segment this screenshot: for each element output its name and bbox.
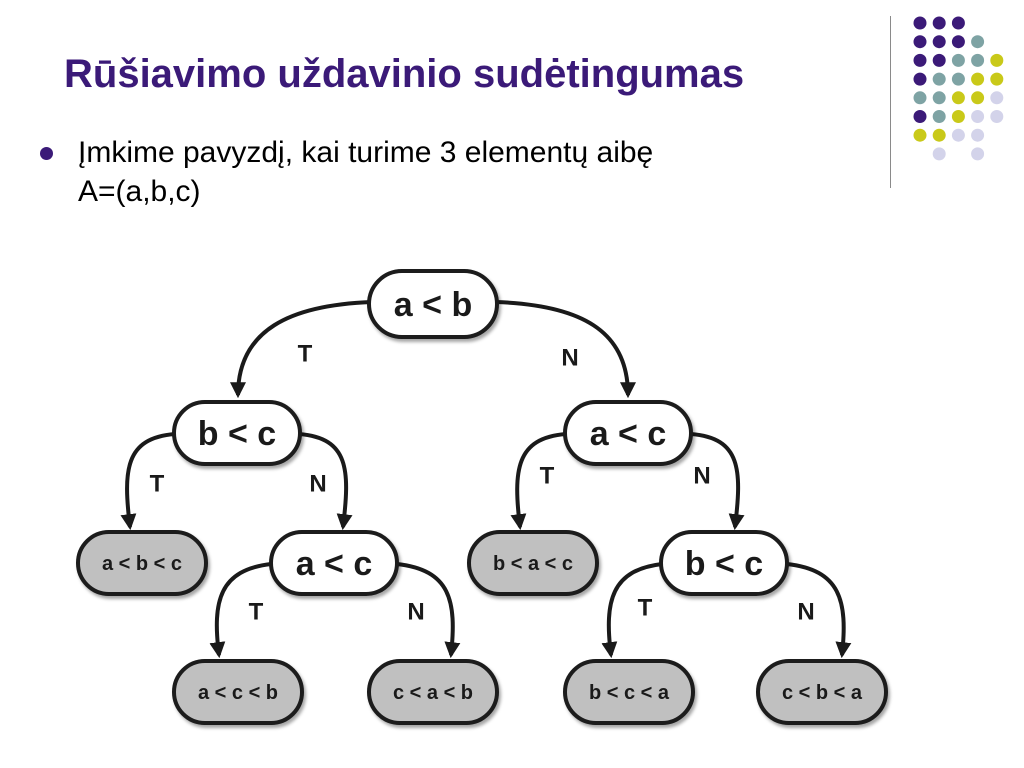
- decor-dot: [971, 147, 985, 161]
- slide-title: Rūšiavimo uždavinio sudėtingumas: [64, 52, 745, 96]
- decor-dot: [913, 110, 927, 123]
- bullet-text: Įmkime pavyzdį, kai turime 3 elementų ai…: [78, 133, 838, 211]
- edge-label: N: [407, 599, 424, 626]
- node-label: b < a < c: [493, 553, 573, 575]
- tree-edge: [510, 432, 567, 531]
- decor-dot: [932, 91, 946, 105]
- decor-dot: [932, 147, 946, 161]
- edge-label: N: [797, 599, 814, 626]
- decor-dot: [990, 91, 1004, 105]
- node-label: a < b < c: [102, 553, 182, 575]
- decor-dot: [913, 35, 927, 49]
- node-label: b < c: [198, 415, 276, 453]
- decor-dot: [913, 72, 927, 86]
- tree-edge: [601, 562, 663, 659]
- node-label: c < a < b: [393, 682, 473, 704]
- tree-edge: [396, 562, 461, 659]
- bullet-line-2: A=(a,b,c): [78, 175, 201, 208]
- decor-dot: [913, 16, 927, 30]
- decor-dot: [971, 53, 985, 67]
- decor-dot: [932, 72, 946, 86]
- decor-dot: [932, 128, 946, 142]
- decor-dot: [932, 16, 946, 30]
- decision-node: b < c: [659, 530, 789, 596]
- decorative-divider-line: [890, 16, 891, 188]
- decor-dot: [913, 53, 927, 67]
- decor-dot: [990, 72, 1004, 86]
- node-label: a < c: [590, 415, 667, 453]
- decor-dot: [932, 110, 946, 123]
- bullet-line-1: Įmkime pavyzdį, kai turime 3 elementų ai…: [78, 136, 654, 169]
- tree-edge: [230, 300, 373, 399]
- decor-dot: [932, 35, 946, 49]
- edge-label: T: [150, 471, 165, 498]
- edge-label: N: [693, 463, 710, 490]
- decor-dot: [971, 35, 985, 49]
- result-node: a < b < c: [76, 530, 208, 596]
- decision-node: a < b: [367, 269, 499, 339]
- node-label: c < b < a: [782, 682, 863, 704]
- edge-label: T: [298, 341, 313, 368]
- tree-edge: [690, 432, 745, 531]
- decision-node: b < c: [172, 400, 302, 466]
- decision-node: a < c: [563, 400, 693, 466]
- tree-edge: [495, 300, 636, 399]
- decor-dot: [951, 128, 965, 142]
- node-label: b < c: [685, 545, 763, 583]
- result-node: c < a < b: [367, 659, 499, 725]
- result-node: a < c < b: [172, 659, 304, 725]
- edge-label: T: [540, 463, 555, 490]
- edge-label: T: [249, 599, 264, 626]
- decor-dot: [951, 72, 965, 86]
- result-node: b < c < a: [563, 659, 695, 725]
- decor-dot: [951, 91, 965, 105]
- decor-dot: [951, 16, 965, 30]
- node-label: a < b: [394, 286, 472, 324]
- decor-dot: [971, 91, 985, 105]
- edge-label: N: [309, 471, 326, 498]
- decor-dot: [971, 110, 985, 123]
- result-node: c < b < a: [756, 659, 888, 725]
- tree-edge: [209, 562, 272, 659]
- decor-dot: [990, 110, 1004, 123]
- decor-dot: [932, 53, 946, 67]
- node-label: a < c: [296, 545, 373, 583]
- result-node: b < a < c: [467, 530, 599, 596]
- decor-dot: [971, 72, 985, 86]
- decor-dot: [971, 128, 985, 142]
- decorative-dot-grid: [913, 16, 1004, 161]
- node-label: a < c < b: [198, 682, 278, 704]
- decision-node: a < c: [269, 530, 399, 596]
- decor-dot: [913, 91, 927, 105]
- node-label: b < c < a: [589, 682, 670, 704]
- decor-dot: [951, 53, 965, 67]
- decor-dot: [951, 110, 965, 123]
- edge-label: T: [638, 595, 653, 622]
- tree-edge: [786, 562, 852, 659]
- decor-dot: [913, 128, 927, 142]
- decor-dot: [951, 35, 965, 49]
- tree-edge: [120, 432, 176, 531]
- bullet-dot: [40, 147, 53, 160]
- edge-label: N: [561, 345, 578, 372]
- decor-dot: [990, 53, 1004, 67]
- tree-edge: [298, 432, 353, 531]
